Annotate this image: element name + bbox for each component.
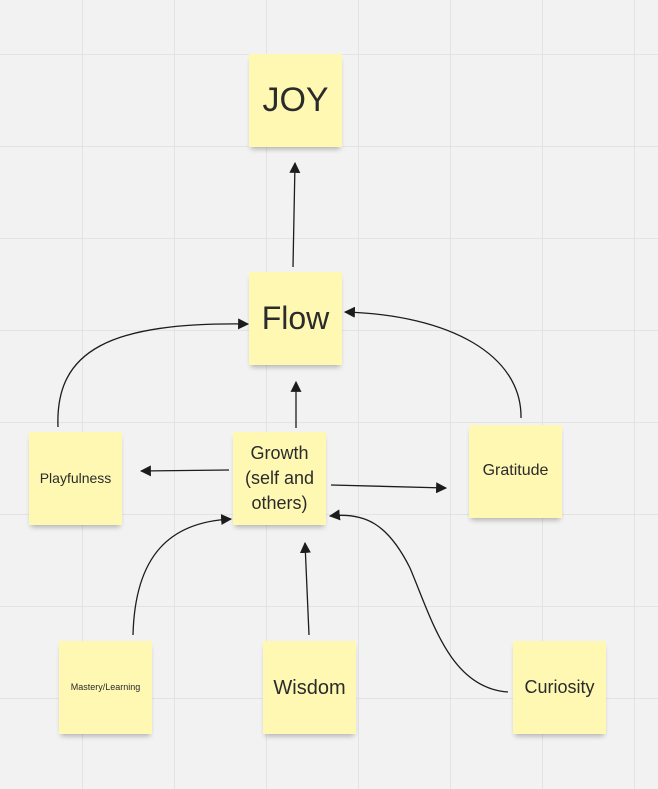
sticky-note-flow-text: Flow — [261, 299, 330, 336]
connector-mastery-to-growth[interactable] — [132, 513, 233, 636]
sticky-note-curiosity[interactable]: Curiosity — [513, 641, 606, 734]
sticky-note-mastery-learning[interactable]: Mastery/Learning — [59, 641, 152, 734]
sticky-note-mastery-learning-text: Mastery/Learning — [70, 681, 141, 692]
sticky-note-wisdom-text: Wisdom — [273, 676, 346, 699]
sticky-note-playfulness-text: Playfulness — [39, 470, 112, 487]
connector-growth-to-gratitude[interactable] — [330, 482, 448, 494]
sticky-note-joy-text: JOY — [262, 80, 329, 119]
sticky-note-joy[interactable]: JOY — [249, 54, 342, 147]
sticky-note-playfulness[interactable]: Playfulness — [29, 432, 122, 525]
connector-gratitude-to-flow[interactable] — [343, 306, 522, 419]
sticky-note-flow[interactable]: Flow — [249, 272, 342, 365]
sticky-note-growth[interactable]: Growth (self and others) — [233, 432, 326, 525]
connector-playfulness-to-flow[interactable] — [57, 318, 250, 428]
connector-wisdom-to-growth[interactable] — [299, 541, 311, 636]
connector-curiosity-to-growth[interactable] — [328, 509, 509, 693]
sticky-note-wisdom[interactable]: Wisdom — [263, 641, 356, 734]
sticky-note-gratitude-text: Gratitude — [482, 462, 549, 480]
connector-growth-to-playfulness[interactable] — [139, 465, 230, 477]
sticky-note-gratitude[interactable]: Gratitude — [469, 425, 562, 518]
connector-flow-to-joy[interactable] — [289, 161, 301, 268]
sticky-note-growth-text: Growth (self and others) — [244, 442, 315, 514]
sticky-note-curiosity-text: Curiosity — [524, 676, 595, 697]
